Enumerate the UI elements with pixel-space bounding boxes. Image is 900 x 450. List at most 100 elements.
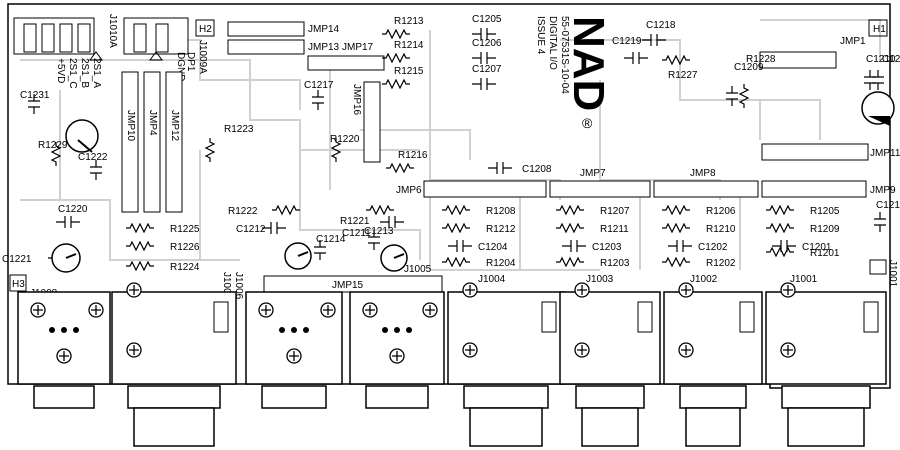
j1010a-label: J1010A bbox=[107, 14, 118, 48]
resistor-r1226: R1226 bbox=[126, 240, 200, 253]
resistor-label: R1208 bbox=[486, 206, 516, 217]
jack-connector bbox=[349, 291, 445, 409]
capacitor-label: C1212 bbox=[236, 224, 266, 235]
resistor-r1210: R1210 bbox=[662, 222, 736, 235]
jack-connector bbox=[17, 291, 111, 409]
jack-connector bbox=[663, 282, 763, 447]
jack-connector bbox=[111, 282, 237, 447]
resistor-label: R1227 bbox=[668, 70, 698, 81]
resistor-r1225: R1225 bbox=[126, 222, 200, 235]
resistor-r1211: R1211 bbox=[556, 222, 629, 235]
j1002-label: J1002 bbox=[690, 274, 718, 285]
capacitor-c1231: C1231 bbox=[20, 90, 50, 114]
resistor-r1213: R1213 bbox=[382, 16, 424, 40]
jmp17-label: JMP17 bbox=[342, 42, 374, 53]
capacitor-label: C1204 bbox=[478, 242, 508, 253]
jumper-jmp14: JMP14 bbox=[227, 21, 340, 37]
j1009a-label: J1009A bbox=[197, 40, 208, 74]
jmp6-label: JMP6 bbox=[396, 185, 422, 196]
jack-connector bbox=[245, 291, 343, 409]
j1004-label: J1004 bbox=[478, 274, 506, 285]
capacitor-c1220: C1220 bbox=[56, 204, 88, 228]
resistor-r1203: R1203 bbox=[556, 256, 630, 269]
resistor-label: R1224 bbox=[170, 262, 200, 273]
jack-layer bbox=[17, 282, 887, 447]
connector-j1009a: J1009A DP1 DGND bbox=[123, 17, 208, 81]
capacitor-c1208: C1208 bbox=[488, 162, 552, 175]
transistor-c1223 bbox=[861, 91, 895, 126]
resistor-label: R1214 bbox=[394, 40, 424, 51]
capacitor-c1213: C1213 bbox=[364, 226, 394, 250]
resistor-r1204: R1204 bbox=[442, 256, 516, 269]
resistor-label: R1212 bbox=[486, 224, 516, 235]
capacitor-label: C1222 bbox=[78, 152, 108, 163]
capacitor-c1205: C1205 bbox=[472, 14, 502, 40]
jumper-jmp9: JMP9 bbox=[761, 180, 896, 198]
resistor-label: R1220 bbox=[330, 134, 360, 145]
resistor-label: R1215 bbox=[394, 66, 424, 77]
jmp15-label: JMP15 bbox=[332, 280, 364, 291]
jumper-jmp4: JMP4 bbox=[143, 71, 161, 213]
capacitor-c1217: C1217 bbox=[304, 80, 334, 110]
resistor-label: R1206 bbox=[706, 206, 736, 217]
trace-layer bbox=[20, 19, 881, 271]
jmp16-label: JMP16 bbox=[351, 84, 362, 116]
jmp1-label: JMP1 bbox=[840, 36, 866, 47]
board-outline bbox=[7, 3, 891, 389]
capacitor-label: C1223 bbox=[882, 54, 900, 65]
resistor-label: R1207 bbox=[600, 206, 630, 217]
power-label: 2S1_A bbox=[91, 58, 102, 88]
resistor-r1216: R1216 bbox=[386, 150, 428, 174]
capacitor-c1210: C1210 bbox=[864, 54, 896, 90]
jumper-jmp1: JMP1 bbox=[759, 36, 866, 69]
h3-label: H3 bbox=[12, 279, 25, 290]
j1007-label: J1007 bbox=[221, 272, 232, 300]
resistor-label: R1209 bbox=[810, 224, 840, 235]
jumper-jmp6: JMP6 bbox=[396, 180, 547, 198]
resistor-r1207: R1207 bbox=[556, 204, 630, 217]
resistor-r1228: R1228 bbox=[738, 54, 776, 108]
brand-logo: NAD bbox=[564, 16, 613, 111]
capacitor-label: C1218 bbox=[646, 20, 676, 31]
capacitor-label: C1205 bbox=[472, 14, 502, 25]
resistor-r1223: R1223 bbox=[204, 124, 254, 162]
capacitor-label: C1203 bbox=[592, 242, 622, 253]
resistor-layer: R1201R1202R1203R1204R1205R1206R1207R1208… bbox=[38, 16, 840, 273]
capacitor-c1218: C1218 bbox=[642, 20, 676, 46]
jmp10-label: JMP10 bbox=[125, 110, 136, 142]
resistor-r1224: R1224 bbox=[126, 260, 200, 273]
jmp12-label: JMP12 bbox=[169, 110, 180, 142]
power-label: 2S1_C bbox=[67, 58, 78, 89]
h1-label: H1 bbox=[873, 24, 886, 35]
resistor-label: R1202 bbox=[706, 258, 736, 269]
resistor-r1206: R1206 bbox=[662, 204, 736, 217]
j1006-label: J1006 bbox=[233, 272, 244, 300]
capacitor-label: C1216 bbox=[876, 200, 900, 211]
capacitor-c1204: C1204 bbox=[448, 240, 508, 253]
capacitor-c1202: C1202 bbox=[668, 240, 728, 253]
dgnd-label: DGND bbox=[175, 52, 186, 81]
test-point bbox=[869, 259, 887, 275]
jack-connector bbox=[559, 282, 661, 447]
jmp4-label: JMP4 bbox=[147, 110, 158, 136]
resistor-label: R1228 bbox=[746, 54, 776, 65]
resistor-label: R1229 bbox=[38, 140, 68, 151]
resistor-r1208: R1208 bbox=[442, 204, 516, 217]
capacitor-c1209: C1209 bbox=[726, 62, 764, 106]
jumper-jmp7: JMP7 bbox=[549, 168, 651, 198]
jack-connector bbox=[447, 282, 565, 447]
capacitor-c1203: C1203 bbox=[562, 240, 622, 253]
capacitor-label: C1213 bbox=[364, 226, 394, 237]
resistor-r1215: R1215 bbox=[382, 66, 424, 90]
board-title: DIGITAL I/O bbox=[547, 16, 558, 70]
triangle-marker bbox=[149, 51, 163, 61]
power-label: 2S1_B bbox=[79, 58, 90, 88]
capacitor-c1212: C1212 bbox=[236, 222, 286, 235]
h2-label: H2 bbox=[199, 24, 212, 35]
connector-label-rotated: J1001 bbox=[887, 260, 898, 288]
transistor-j1005 bbox=[380, 244, 408, 272]
capacitor-label: C1214 bbox=[316, 234, 346, 245]
j1001-label: J1001 bbox=[790, 274, 818, 285]
j1005-label: J1005 bbox=[404, 264, 432, 275]
jumper-jmp17: JMP17 bbox=[307, 42, 385, 71]
